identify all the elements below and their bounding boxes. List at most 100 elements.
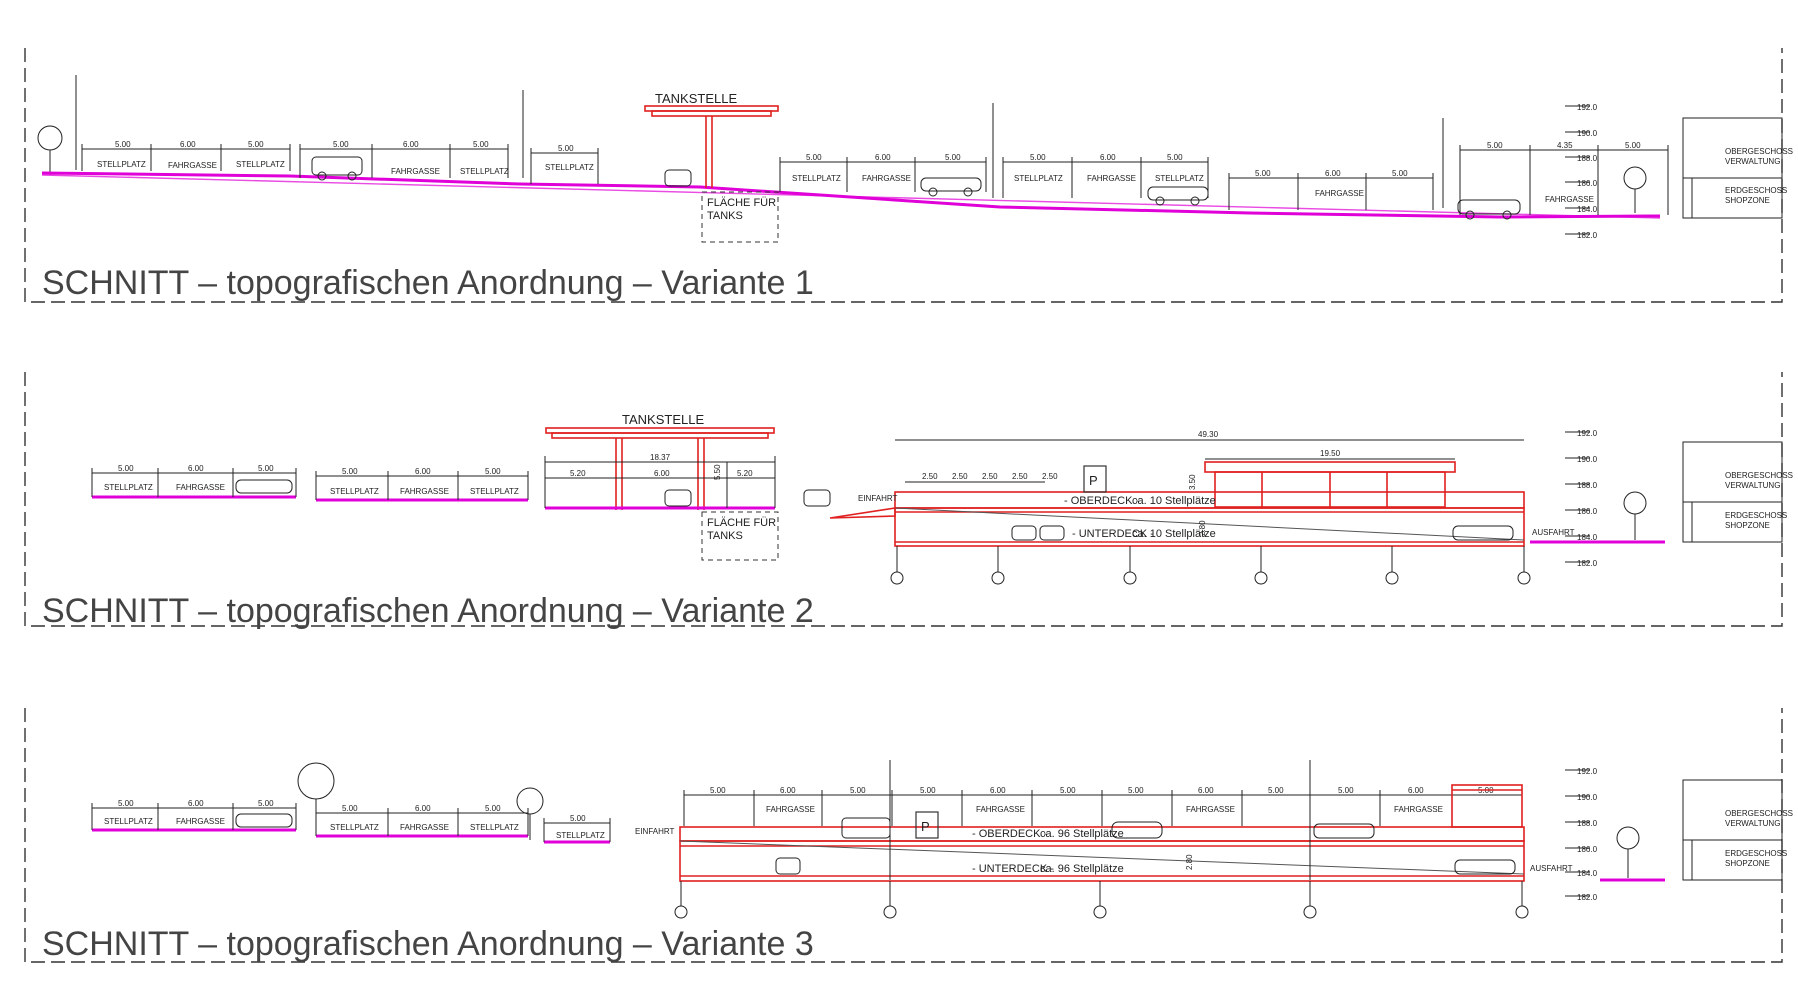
level-label: 184.0 (1577, 205, 1598, 214)
section-title: SCHNITT – topografischen Anordnung – Var… (42, 592, 814, 630)
dim-label: 5.00 (258, 464, 274, 473)
car-icon (664, 489, 692, 507)
car-icon (920, 177, 982, 197)
level-label: 184.0 (1577, 533, 1598, 542)
car-icon (1313, 823, 1375, 839)
dim-label: 5.00 (1255, 169, 1271, 178)
parking-sign-label: P (921, 819, 930, 834)
einfahrt-label: EINFAHRT (858, 494, 898, 503)
tree-icon (1616, 826, 1640, 878)
car-icon (1011, 525, 1037, 541)
car-icon (235, 813, 293, 828)
building-label: SHOPZONE (1725, 521, 1770, 530)
frame-variante-3 (24, 708, 1783, 963)
level-label: 182.0 (1577, 231, 1598, 240)
unterdeck-count: ca. 10 Stellplätze (1132, 528, 1216, 540)
building-label: SHOPZONE (1725, 859, 1770, 868)
dim-label: 5.00 (806, 153, 822, 162)
tree-icon (1623, 491, 1647, 540)
dim-label: 49.30 (1198, 430, 1219, 439)
building-outline: OBERGESCHOSS VERWALTUNG ERDGESCHOSS SHOP… (1682, 441, 1793, 543)
dim-label: 5.00 (850, 786, 866, 795)
dim-label: 6.00 (1408, 786, 1424, 795)
level-label: 182.0 (1577, 559, 1598, 568)
level-label: 192.0 (1577, 767, 1598, 776)
level-label: 182.0 (1577, 893, 1598, 902)
building-label: SHOPZONE (1725, 196, 1770, 205)
level-label: 186.0 (1577, 845, 1598, 854)
space-label: STELLPLATZ (1155, 174, 1204, 183)
space-label: STELLPLATZ (330, 823, 379, 832)
dim-label: 18.37 (650, 453, 671, 462)
parking-sign-icon (1083, 465, 1107, 493)
dim-label: 6.00 (403, 140, 419, 149)
dim-label: 5.00 (115, 140, 131, 149)
building-label: OBERGESCHOSS (1725, 809, 1793, 818)
tank-area-label: TANKS (707, 210, 743, 222)
dim-label: 5.00 (1128, 786, 1144, 795)
dim-label: 5.00 (118, 799, 134, 808)
dim-label: 5.00 (945, 153, 961, 162)
level-scale: 192.0 190.0 188.0 186.0 184.0 182.0 (1565, 103, 1598, 240)
building-outline: OBERGESCHOSS VERWALTUNG ERDGESCHOSS SHOP… (1682, 117, 1793, 219)
section-variante-2: 5.00 6.00 5.00 STELLPLATZ FAHRGASSE 5.00… (24, 372, 1793, 630)
dim-label: 5.00 (1060, 786, 1076, 795)
dim-label: 6.00 (875, 153, 891, 162)
column-markers (674, 881, 1529, 919)
dim-label: 2.50 (1042, 472, 1058, 481)
dimension-chain: 5.00 6.00 5.00 STELLPLATZ FAHRGASSE 5.00… (91, 464, 529, 500)
space-label: STELLPLATZ (236, 160, 285, 169)
building-label: ERDGESCHOSS (1725, 186, 1787, 195)
dim-label: 5.20 (737, 469, 753, 478)
space-label: STELLPLATZ (470, 487, 519, 496)
space-label: STELLPLATZ (1014, 174, 1063, 183)
building-label: ERDGESCHOSS (1725, 849, 1787, 858)
dim-label: 2.50 (952, 472, 968, 481)
dim-label: 6.00 (1325, 169, 1341, 178)
dim-label: 5.00 (570, 814, 586, 823)
building-label: OBERGESCHOSS (1725, 471, 1793, 480)
level-label: 190.0 (1577, 129, 1598, 138)
dim-label: 6.00 (415, 467, 431, 476)
space-label: FAHRGASSE (391, 167, 440, 176)
building-label: OBERGESCHOSS (1725, 147, 1793, 156)
dim-label: 5.00 (333, 140, 349, 149)
dim-label: 5.50 (713, 464, 722, 480)
dim-label: 6.00 (188, 464, 204, 473)
dim-label: 5.00 (485, 804, 501, 813)
dim-label: 5.00 (558, 144, 574, 153)
dim-label: 5.00 (1030, 153, 1046, 162)
level-label: 192.0 (1577, 103, 1598, 112)
tree-icon (297, 762, 335, 834)
dimension-chain: 5.00 6.00 5.00 STELLPLATZ FAHRGASSE STEL… (81, 140, 599, 184)
space-label: FAHRGASSE (168, 161, 217, 170)
dim-label: 5.00 (1487, 141, 1503, 150)
level-label: 188.0 (1577, 481, 1598, 490)
space-label: STELLPLATZ (97, 160, 146, 169)
tankstelle-canopy: TANKSTELLE FLÄCHE FÜR TANKS (644, 91, 779, 243)
level-label: 188.0 (1577, 819, 1598, 828)
building-label: VERWALTUNG (1725, 819, 1780, 828)
dim-label: 5.00 (1392, 169, 1408, 178)
dim-label: 5.00 (342, 804, 358, 813)
car-icon (1111, 821, 1163, 839)
space-label: FAHRGASSE (400, 823, 449, 832)
level-scale: 192.0 190.0 188.0 186.0 184.0 182.0 (1565, 767, 1598, 902)
level-label: 190.0 (1577, 793, 1598, 802)
dim-label: 2.80 (1198, 520, 1207, 536)
dim-label: 6.00 (780, 786, 796, 795)
car-icon (235, 479, 293, 494)
level-label: 188.0 (1577, 154, 1598, 163)
level-label: 192.0 (1577, 429, 1598, 438)
building-label: VERWALTUNG (1725, 481, 1780, 490)
space-label: STELLPLATZ (545, 163, 594, 172)
section-variante-1: 5.00 6.00 5.00 STELLPLATZ FAHRGASSE STEL… (24, 48, 1793, 303)
tankstelle-canopy: TANKSTELLE 18.37 5.20 6.00 5.20 5.50 FLÄ… (544, 412, 779, 561)
dim-label: 5.00 (1625, 141, 1641, 150)
level-scale: 192.0 190.0 188.0 186.0 184.0 182.0 (1565, 429, 1598, 568)
space-label: FAHRGASSE (176, 483, 225, 492)
ausfahrt-label: AUSFAHRT (1532, 528, 1575, 537)
space-label: STELLPLATZ (556, 831, 605, 840)
dim-label: 5.00 (248, 140, 264, 149)
